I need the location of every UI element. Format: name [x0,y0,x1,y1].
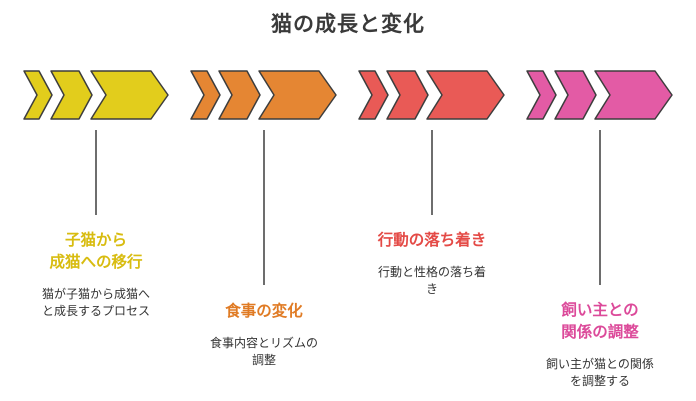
stage-2-description: 食事内容とリズムの 調整 [184,335,344,369]
chevron-group-stage-4 [526,70,673,120]
stage-4-description: 飼い主が猫との関係 を調整する [520,356,680,390]
stage-4-label-line1: 飼い主との [561,301,639,319]
stage-2-desc-line1: 食事内容とリズムの [209,336,318,350]
chevron-4c [594,70,673,120]
chevron-3a [358,70,389,120]
chevron-2b [218,70,261,120]
stage-2-label-line1: 食事の変化 [225,302,303,320]
stage-4-desc-line1: 飼い主が猫との関係 [546,357,654,371]
stage-3-desc-line2: き [425,282,438,296]
stage-1-desc-line1: 猫が子猫から成猫へ [41,287,150,301]
stage-1-description: 猫が子猫から成猫へ と成長するプロセス [16,286,176,320]
stage-3-label: 行動の落ち着き [352,229,512,251]
stage-4-desc-line2: を調整する [569,374,630,388]
chevron-4a [526,70,557,120]
stage-1-label-line2: 成猫への移行 [49,253,143,271]
chevron-3c [426,70,505,120]
chevron-1b [50,70,93,120]
stage-1-desc-line2: と成長するプロセス [41,304,150,318]
chevron-group-stage-2 [190,70,337,120]
chevron-group-stage-1 [23,70,169,120]
chevron-1a [23,70,53,120]
stage-4-label: 飼い主との 関係の調整 [520,299,680,343]
chevron-group-stage-3 [358,70,505,120]
chevron-2a [190,70,221,120]
stage-2-desc-line2: 調整 [251,353,276,367]
chevron-4b [554,70,597,120]
chevron-2c [258,70,337,120]
chevron-3b [386,70,429,120]
chevron-1c [90,70,169,120]
stage-3-description: 行動と性格の落ち着 き [352,264,512,298]
stage-1-label: 子猫から 成猫への移行 [16,229,176,273]
stage-3-desc-line1: 行動と性格の落ち着 [377,265,486,279]
diagram-title: 猫の成長と変化 [271,12,425,36]
stage-4-label-line2: 関係の調整 [561,323,639,341]
stage-3-label-line1: 行動の落ち着き [377,231,487,249]
stage-2-label: 食事の変化 [184,300,344,322]
stage-1-label-line1: 子猫から [64,231,127,249]
